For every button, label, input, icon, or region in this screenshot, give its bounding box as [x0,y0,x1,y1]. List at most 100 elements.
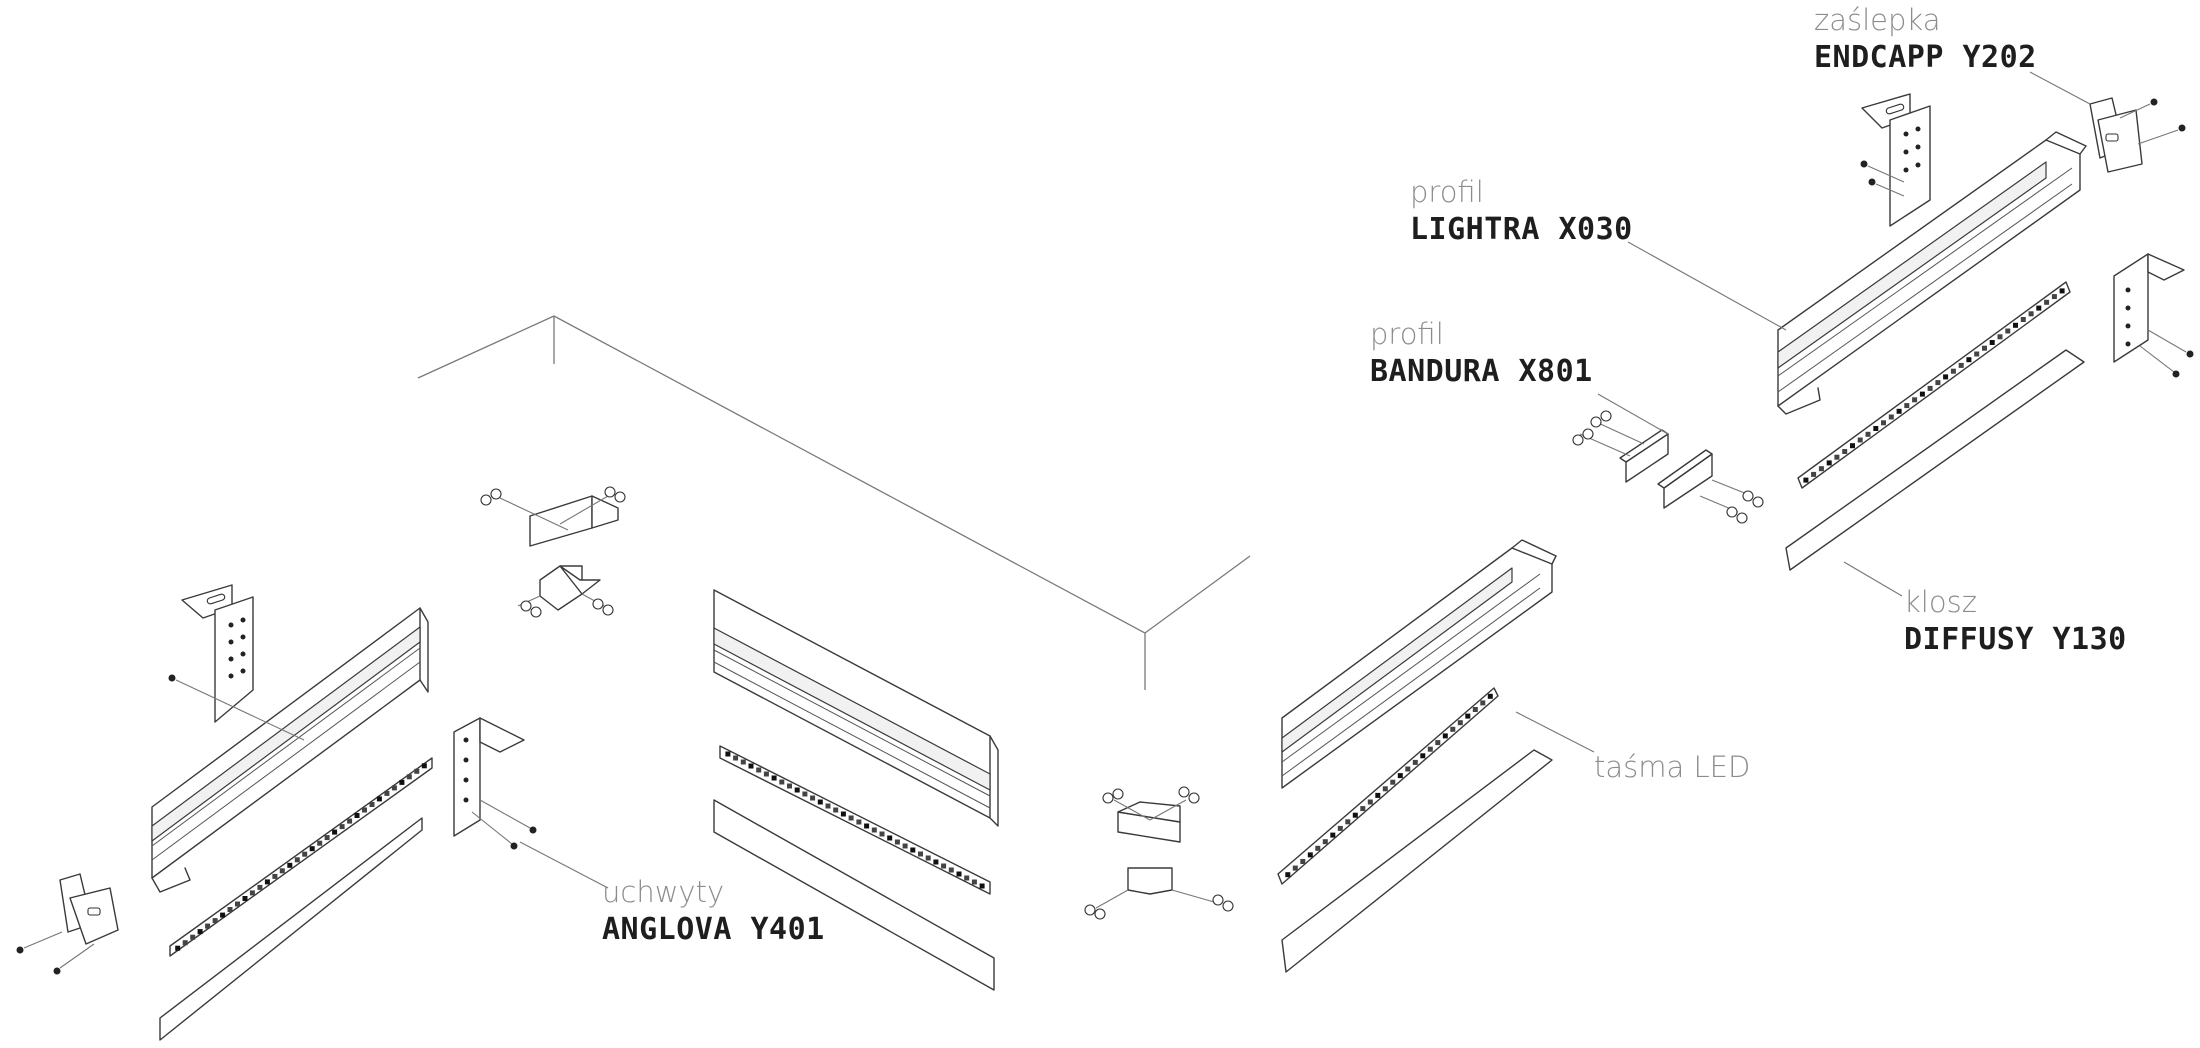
led-chip [1292,865,1298,871]
middle-profile [713,589,999,827]
led-chip [242,896,248,901]
led-chip [1982,345,1987,351]
led-chip [1818,466,1824,472]
led-chip [347,818,353,824]
led-chip [1487,693,1493,699]
led-chip [971,879,977,885]
led-chip [1450,726,1456,732]
led-chip [1865,431,1871,437]
right-led-strip [1797,281,2071,489]
led-chip [272,873,278,879]
label-profile-bandura-model: BANDURA X801 [1370,354,1593,389]
led-chip [1950,368,1956,374]
led-chip [2005,328,2011,334]
led-chip [384,790,390,796]
led-chip [279,868,285,874]
led-chip [1420,753,1426,759]
led-chip [1873,426,1879,431]
led-chip [894,839,900,845]
led-chip [2051,294,2057,300]
led-chip [391,785,397,791]
led-chip [1412,759,1418,765]
left-bracket-lower [453,717,537,850]
label-led-strip: taśma LED [1594,753,1750,782]
middle-diffuser [713,799,995,991]
led-chip [1390,779,1396,785]
led-chip [817,799,823,805]
led-chip [294,857,300,863]
led-chip [354,813,360,818]
led-chip [1826,460,1832,466]
lightra-profile [1777,131,2087,415]
led-chip [871,827,877,833]
led-chip [324,835,330,841]
left-profile [151,607,429,893]
led-chip [309,846,315,852]
right-middle-profile [1281,539,1557,789]
right-middle-diffuser [1281,749,1553,973]
led-chip [948,867,954,873]
led-chip [1352,812,1358,818]
label-led-strip-kind: taśma LED [1594,750,1751,784]
led-chip [1997,334,2003,340]
left-led-strip [169,757,433,957]
led-chip [1442,733,1448,739]
led-chip [2020,317,2026,322]
led-chip [979,883,985,889]
led-chip [1989,340,1995,345]
label-profile-lightra: profil LIGHTRA X030 [1410,178,1633,245]
led-chip [833,807,839,813]
led-chip [1300,859,1306,864]
led-chip [1850,443,1855,449]
led-chip [339,824,345,830]
led-chip [771,775,777,781]
led-chip [1904,403,1910,409]
right-diffuser [1785,349,2085,571]
led-chip [1427,746,1433,752]
led-chip [1912,397,1918,403]
label-diffuser-model: DIFFUSY Y130 [1904,622,2127,657]
led-chip [1457,720,1463,726]
led-chip [197,929,203,935]
led-chip [1480,700,1486,706]
label-profile-bandura-kind: profil [1370,317,1444,351]
right-endcap [2089,97,2186,173]
label-profile-lightra-model: LIGHTRA X030 [1410,212,1633,247]
led-chip [249,890,255,896]
label-profile-lightra-kind: profil [1410,175,1484,209]
led-chip [1834,454,1840,460]
label-endcap-model: ENDCAPP Y202 [1814,40,2037,75]
label-brackets-model: ANGLOVA Y401 [602,912,825,947]
led-chip [810,795,816,801]
led-chip [910,847,916,853]
led-chip [1435,740,1441,746]
led-chip [856,819,862,825]
led-chip [362,807,367,813]
ceiling-outline [417,315,1251,690]
led-chip [1307,852,1313,858]
led-chip [1360,806,1366,812]
led-chip [864,823,870,829]
label-diffuser: klosz DIFFUSY Y130 [1904,588,2127,655]
led-chip [2028,311,2034,317]
led-chip [779,779,785,785]
led-chip [2013,322,2018,328]
led-chip [756,767,762,773]
label-diffuser-kind: klosz [1904,585,1977,619]
led-chip [956,871,962,877]
led-chip [840,811,846,817]
led-chip [1842,449,1848,454]
led-chip [1397,773,1403,779]
led-chip [1315,845,1321,851]
led-chip [1935,380,1941,386]
led-chip [1367,799,1373,805]
label-profile-bandura: profil BANDURA X801 [1370,320,1593,387]
led-chip [925,855,931,861]
led-chip [2059,288,2065,294]
left-endcap [16,674,305,975]
led-chip [725,751,731,757]
led-chip [1811,471,1817,477]
led-chip [376,796,382,802]
led-chip [748,763,754,769]
